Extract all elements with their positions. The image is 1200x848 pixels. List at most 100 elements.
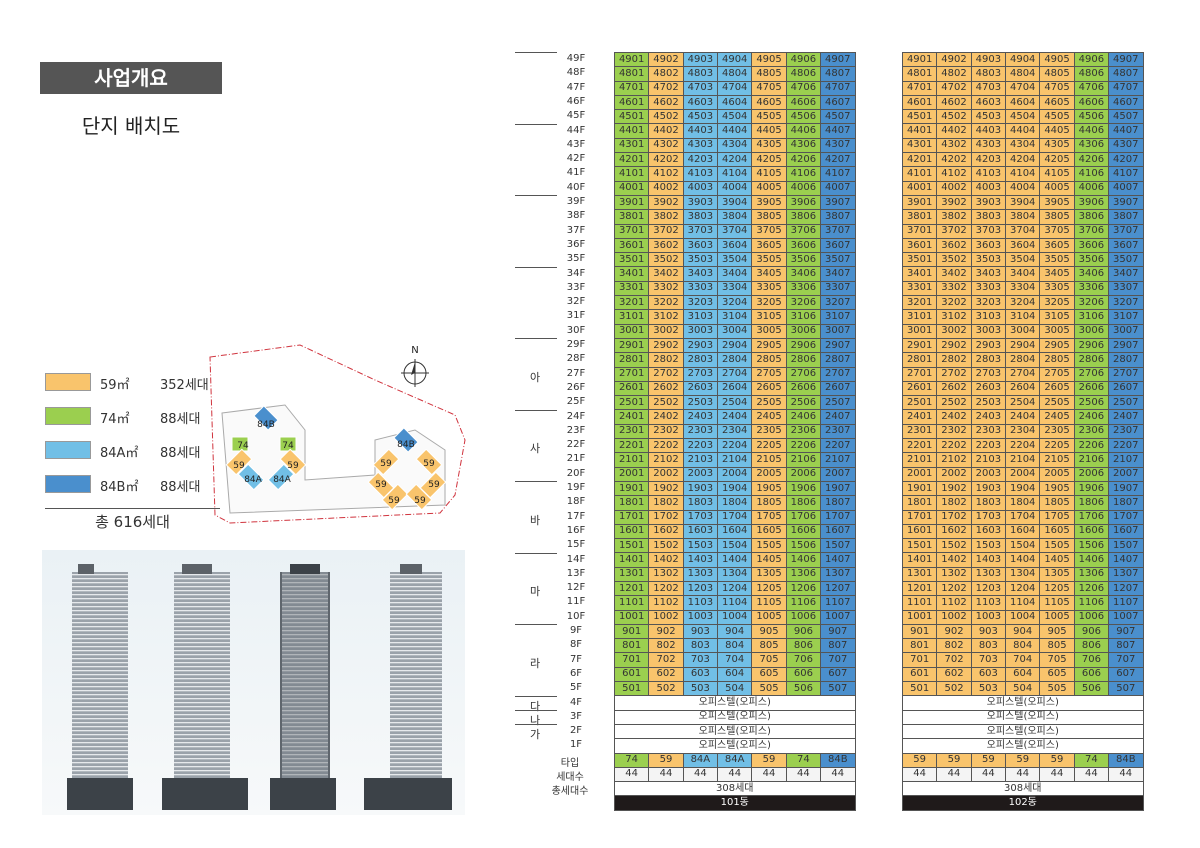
unit-cell: 1004 <box>1005 609 1041 625</box>
unit-cell: 2206 <box>1073 438 1110 454</box>
unit-cell: 3807 <box>820 209 856 225</box>
unit-cell: 3906 <box>1073 194 1110 211</box>
unit-cell: 1103 <box>682 595 719 611</box>
unit-cell: 3201 <box>613 295 650 311</box>
unit-cell: 2304 <box>717 423 753 440</box>
unit-cell: 2601 <box>901 380 938 397</box>
table-row: 오피스텔(오피스) <box>902 695 1144 711</box>
unit-cell: 3006 <box>1073 323 1110 339</box>
unit-cell: 1304 <box>1005 566 1041 582</box>
unit-cell: 2904 <box>717 337 753 354</box>
unit-cell: 3804 <box>717 209 753 225</box>
unit-cell: 1205 <box>1039 580 1075 597</box>
unit-cell: 1304 <box>717 566 753 582</box>
unit-cell: 4407 <box>1108 123 1144 139</box>
unit-cell: 4101 <box>901 166 938 182</box>
table-row: 오피스텔(오피스) <box>614 738 856 754</box>
unit-cell: 2702 <box>936 366 972 382</box>
unit-cell: 1407 <box>1108 552 1144 568</box>
unit-cell: 3805 <box>751 209 787 225</box>
unit-cell: 4004 <box>1005 180 1041 196</box>
unit-cell: 3301 <box>613 280 650 297</box>
unit-cell: 3403 <box>970 266 1007 282</box>
unit-cell: 2506 <box>1073 395 1110 411</box>
unit-cell: 2805 <box>751 352 787 368</box>
type-cell: 59 <box>970 752 1007 768</box>
unit-cell: 2203 <box>970 438 1007 454</box>
unit-cell: 3605 <box>1039 237 1075 254</box>
unit-cell: 1106 <box>785 595 822 611</box>
unit-cell: 3307 <box>820 280 856 297</box>
unit-cell: 1903 <box>682 480 719 497</box>
unit-cell: 1105 <box>1039 595 1075 611</box>
unit-cell: 605 <box>1039 666 1075 683</box>
unit-cell: 4501 <box>613 109 650 125</box>
unit-cell: 3401 <box>901 266 938 282</box>
unit-cell: 3301 <box>901 280 938 297</box>
unit-cell: 901 <box>901 623 938 640</box>
unit-cell: 1505 <box>751 538 787 554</box>
unit-cell: 1707 <box>820 509 856 525</box>
floor-label: 25F <box>566 396 586 408</box>
unit-cell: 3007 <box>820 323 856 339</box>
unit-cell: 3206 <box>785 295 822 311</box>
unit-cell: 4404 <box>1005 123 1041 139</box>
unit-cell: 4507 <box>1108 109 1144 125</box>
unit-cell: 2507 <box>1108 395 1144 411</box>
office-cell: 오피스텔(오피스) <box>614 723 856 740</box>
unit-cell: 4907 <box>820 51 856 68</box>
unit-cell: 2607 <box>1108 380 1144 397</box>
unit-cell: 2502 <box>648 395 684 411</box>
unit-cell: 2802 <box>648 352 684 368</box>
unit-cell: 2501 <box>901 395 938 411</box>
unit-cell: 1406 <box>1073 552 1110 568</box>
floor-label: 43F <box>566 138 586 150</box>
unit-cell: 1801 <box>901 495 938 511</box>
unit-cell: 1705 <box>751 509 787 525</box>
floor-label: 4F <box>569 696 583 708</box>
floor-label: 2F <box>569 725 583 737</box>
unit-cell: 3904 <box>1005 194 1041 211</box>
unit-cell: 1704 <box>717 509 753 525</box>
unit-cell: 3601 <box>613 237 650 254</box>
tower-1-icon <box>67 564 133 810</box>
unit-cell: 703 <box>682 652 719 668</box>
unit-cell: 2506 <box>785 395 822 411</box>
unit-cell: 806 <box>785 638 822 654</box>
unit-cell: 3705 <box>1039 223 1075 239</box>
unit-cell: 4103 <box>682 166 719 182</box>
floor-label: 35F <box>566 253 586 265</box>
unit-cell: 906 <box>1073 623 1110 640</box>
unit-cell: 1404 <box>1005 552 1041 568</box>
unit-cell: 2905 <box>751 337 787 354</box>
unit-cell: 4105 <box>1039 166 1075 182</box>
unit-cell: 4202 <box>648 152 684 168</box>
legend-area: 84B㎡ <box>100 480 139 495</box>
unit-cell: 3902 <box>936 194 972 211</box>
unit-cell: 4007 <box>1108 180 1144 196</box>
unit-cell: 1805 <box>751 495 787 511</box>
unit-cell: 4205 <box>751 152 787 168</box>
unit-cell: 1302 <box>936 566 972 582</box>
unit-cell: 4401 <box>613 123 650 139</box>
unit-cell: 1102 <box>936 595 972 611</box>
unit-cell: 4104 <box>717 166 753 182</box>
unit-cell: 1701 <box>901 509 938 525</box>
floor-label: 33F <box>566 281 586 293</box>
unit-cell: 3907 <box>1108 194 1144 211</box>
unit-cell: 3503 <box>682 252 719 268</box>
unit-type-label: 59 <box>388 496 400 506</box>
page-title: 사업개요 <box>40 62 222 94</box>
